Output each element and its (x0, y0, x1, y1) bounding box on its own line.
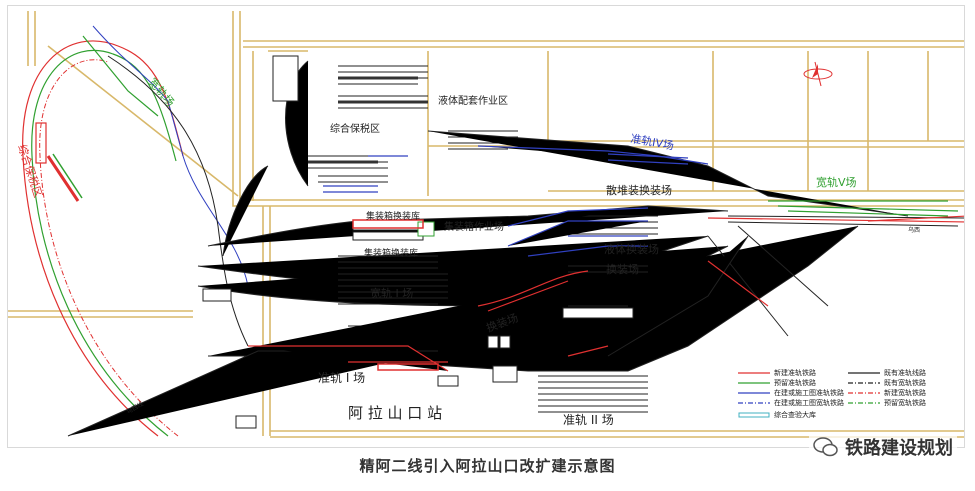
label-kuangui-i: 宽轨 I 场 (370, 286, 413, 300)
label-container-warehouse: 集装箱换装库 (366, 210, 420, 222)
label-sandui-yard: 散堆装换装场 (606, 183, 672, 197)
legend-item: 在建或施工图准轨铁路 (738, 388, 844, 398)
figure-caption: 精阿二线引入阿拉山口改扩建示意图 (359, 457, 616, 475)
label-container-ops: 集装箱作业场 (444, 220, 504, 233)
legend-swatch (848, 382, 880, 384)
map-frame: 宽轨场 综合保税区 液体配套作业区 综合保税区 准轨IV场 散堆装换装场 宽轨V… (7, 5, 965, 448)
label-kuangui-v: 宽轨V场 (816, 175, 857, 189)
label-zhungui-i: 准轨 I 场 (318, 371, 365, 385)
legend-swatch (848, 372, 880, 374)
label-to-right: 乌西 (908, 226, 920, 234)
wechat-icon (813, 437, 838, 457)
legend-item: 既有宽轨铁路 (848, 378, 926, 388)
legend-swatch (738, 402, 770, 404)
legend-swatch (848, 402, 880, 404)
label-alashankou-station: 阿 拉 山 口 站 (348, 404, 442, 422)
legend-label: 预留准轨铁路 (774, 379, 816, 387)
legend-label: 在建或施工图宽轨铁路 (774, 399, 844, 407)
rail-layout-map: 宽轨场 综合保税区 液体配套作业区 综合保税区 准轨IV场 散堆装换装场 宽轨V… (8, 11, 964, 438)
label-zhungui-ii: 准轨 II 场 (563, 413, 614, 427)
label-bonded-zone: 综合保税区 (330, 122, 380, 135)
label-liquid-support: 液体配套作业区 (438, 94, 508, 107)
legend-swatch (738, 392, 770, 394)
legend-item: 新建宽轨铁路 (848, 388, 926, 398)
legend-label: 预留宽轨铁路 (884, 399, 926, 407)
legend-item: 既有准轨线路 (848, 368, 926, 378)
legend-label: 综合查验大库 (774, 411, 816, 419)
legend-item: 新建准轨铁路 (738, 368, 816, 378)
legend-swatch (738, 412, 770, 418)
legend-item: 预留准轨铁路 (738, 378, 816, 388)
watermark-text: 铁路建设规划 (845, 438, 953, 459)
legend-label: 既有宽轨铁路 (884, 379, 926, 387)
legend-swatch (848, 392, 880, 394)
label-liquid-transload: 液体换装场 (604, 242, 659, 256)
legend-swatch (738, 382, 770, 384)
legend-item: 综合查验大库 (738, 410, 816, 420)
legend-item: 在建或施工图宽轨铁路 (738, 398, 844, 408)
label-transload: 换装场 (606, 262, 639, 276)
legend-label: 新建宽轨铁路 (884, 389, 926, 397)
legend-item: 预留宽轨铁路 (848, 398, 926, 408)
legend-swatch (738, 372, 770, 374)
legend-label: 既有准轨线路 (884, 369, 926, 377)
label-station-left: 综合保税区 (15, 143, 45, 200)
legend-label: 新建准轨铁路 (774, 369, 816, 377)
legend-label: 在建或施工图准轨铁路 (774, 389, 844, 397)
label-container-transload: 集装箱换装库 (364, 247, 418, 259)
legend: 新建准轨铁路 既有准轨线路预留准轨铁路 既有宽轨铁路在建或施工图准轨铁路 新建宽轨铁路… (738, 368, 943, 434)
watermark: 铁路建设规划 (809, 433, 957, 461)
label-kuangui-left: 宽轨场 (146, 75, 178, 109)
